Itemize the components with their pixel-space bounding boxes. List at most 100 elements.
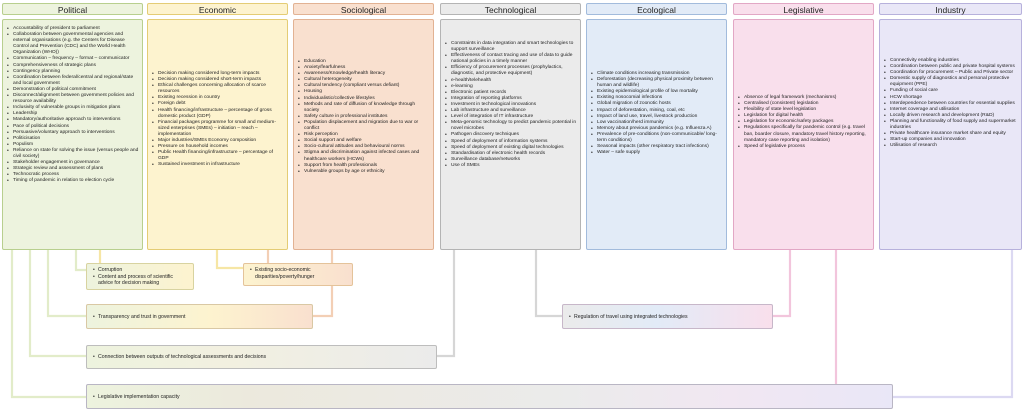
political-box: Accountability of president to parliamen… — [2, 19, 143, 250]
travel-list: Regulation of travel using integrated te… — [568, 314, 768, 321]
list-item: Individualistic/collective lifestyles — [298, 96, 430, 102]
list-item: Domestic supply of diagnostics and perso… — [884, 76, 1018, 88]
list-item: Existing socio-economic disparities/pove… — [250, 267, 348, 280]
list-item: Health financing/infrastructure – percen… — [152, 108, 284, 120]
list-item: Memory about previous pandemics (e.g. In… — [591, 126, 723, 132]
ecological-list: Climate conditions increasing transmissi… — [590, 71, 723, 156]
list-item: Locally driven research and development … — [884, 113, 1018, 119]
list-item: Contingency planning — [7, 69, 139, 75]
list-item: Speed of deployment of existing digital … — [445, 145, 577, 151]
list-item: Internet coverage and utilisation — [884, 107, 1018, 113]
political-header: Political — [2, 3, 143, 15]
economic-header: Economic — [147, 3, 288, 15]
list-item: Low vaccination/herd immunity — [591, 120, 723, 126]
list-item: Level of integration of IT infrastructur… — [445, 114, 577, 120]
list-item: Safety culture in professional institute… — [298, 114, 430, 120]
list-item: Water – safe supply — [591, 150, 723, 156]
list-item: Meta-genomic technology to predict pande… — [445, 120, 577, 132]
technological-list: Constraints in data integration and smar… — [444, 41, 577, 169]
list-item: Connectivity enabling industries — [884, 58, 1018, 64]
list-item: Awareness/Knowledge/health literacy — [298, 71, 430, 77]
list-item: Climate conditions increasing transmissi… — [591, 71, 723, 77]
list-item: Impact of deforestation, mining, coal, e… — [591, 108, 723, 114]
technological-connector — [534, 235, 562, 318]
sociological-list: EducationAnxiety/fearfulnessAwareness/Kn… — [297, 59, 430, 175]
legislative-box: Absence of legal framework (mechanisms)C… — [733, 19, 874, 250]
list-item: Coordination between public and private … — [884, 64, 1018, 70]
ecological-header: Ecological — [586, 3, 727, 15]
travel-regulation-box: Regulation of travel using integrated te… — [562, 304, 773, 329]
list-item: Social support and welfare — [298, 138, 430, 144]
list-item: Leadership — [7, 111, 139, 117]
economic-sociological-list: Existing socio-economic disparities/pove… — [249, 267, 348, 280]
economic-box: Decision making considered long-term imp… — [147, 19, 288, 250]
list-item: Decision making considered long-term imp… — [152, 71, 284, 77]
list-item: Coordination for procurement – Public an… — [884, 70, 1018, 76]
list-item: Foreign debt — [152, 101, 284, 107]
list-item: Decision making considered short-term im… — [152, 77, 284, 83]
list-item: Politicisation — [7, 136, 139, 142]
list-item: Utilisation of research — [884, 143, 1018, 149]
list-item: Speed of deployment of information syste… — [445, 139, 577, 145]
list-item: Connection between outputs of technologi… — [93, 354, 432, 361]
list-item: Existing epidemiological profile of low … — [591, 89, 723, 95]
list-item: Populism — [7, 142, 139, 148]
list-item: Methods and rate of diffusion of knowled… — [298, 102, 430, 114]
list-item: Centralised (consistent) legislation — [738, 101, 870, 107]
list-item: Deforestation (decreasing physical proxi… — [591, 77, 723, 89]
list-item: Speed of legislative process — [738, 144, 870, 150]
technological-header: Technological — [440, 3, 581, 15]
connection-list: Connection between outputs of technologi… — [92, 354, 432, 361]
list-item: Accountability of president to parliamen… — [7, 26, 139, 32]
list-item: Seasonal impacts (other respiratory trac… — [591, 144, 723, 150]
list-item: Transparency and trust in government — [93, 314, 308, 321]
list-item: Efficiency of procurement processes (pro… — [445, 65, 577, 77]
list-item: Collaboration between governmental agenc… — [7, 32, 139, 56]
list-item: Sustained investment in infrastructure — [152, 162, 284, 168]
list-item: Coordination between federal/central and… — [7, 75, 139, 87]
list-item: Effectiveness of contact tracing and use… — [445, 53, 577, 65]
list-item: Existing recession in country — [152, 95, 284, 101]
list-item: Timing of pandemic in relation to electi… — [7, 178, 139, 184]
political-connector — [28, 250, 86, 358]
sociological-header: Sociological — [293, 3, 434, 15]
list-item: Interdependence between countries for es… — [884, 101, 1018, 107]
list-item: Stigma and discrimination against infect… — [298, 150, 430, 162]
political-connector — [10, 250, 86, 399]
ecological-box: Climate conditions increasing transmissi… — [586, 19, 727, 250]
list-item: Population displacement and migration du… — [298, 120, 430, 132]
list-item: Disconnect/alignment between government … — [7, 93, 139, 105]
list-item: Start-up companies and innovation — [884, 137, 1018, 143]
list-item: Integration of reporting platforms — [445, 96, 577, 102]
political-economic-overlap-box: CorruptionContent and process of scienti… — [86, 263, 194, 290]
list-item: Standardisation of electronic health rec… — [445, 151, 577, 157]
industry-box: Connectivity enabling industriesCoordina… — [879, 19, 1022, 250]
list-item: Global migration of zoonotic hosts — [591, 101, 723, 107]
list-item: Education — [298, 59, 430, 65]
list-item: Support from health professionals — [298, 163, 430, 169]
list-item: Public Health financing/infrastructure –… — [152, 150, 284, 162]
list-item: Impact of land use, travel, livestock pr… — [591, 114, 723, 120]
list-item: HCW shortage — [884, 95, 1018, 101]
list-item: Risk perception — [298, 132, 430, 138]
industry-header: Industry — [879, 3, 1022, 15]
list-item: e-health/telehealth — [445, 78, 577, 84]
list-item: Financial packages programme for small a… — [152, 120, 284, 138]
sociological-box: EducationAnxiety/fearfulnessAwareness/Kn… — [293, 19, 434, 250]
list-item: Communication – frequency – format – com… — [7, 56, 139, 62]
list-item: Investment in technological innovations — [445, 102, 577, 108]
legislative-capacity-box: Legislative implementation capacity — [86, 384, 893, 409]
political-list: Accountability of president to parliamen… — [6, 26, 139, 185]
list-item: Major industries/SMEs Economy compositio… — [152, 138, 284, 144]
list-item: Cultural tendency (compliant versus defi… — [298, 83, 430, 89]
list-item: e-learning — [445, 84, 577, 90]
transparency-trust-box: Transparency and trust in government — [86, 304, 313, 329]
list-item: Constraints in data integration and smar… — [445, 41, 577, 53]
list-item: Technocratic process — [7, 172, 139, 178]
list-item: Prevalence of pre-conditions (non-commun… — [591, 132, 723, 144]
list-item: Legislative implementation capacity — [93, 394, 888, 401]
list-item: Pace of political decisions — [7, 124, 139, 130]
list-item: Demonstration of political commitment — [7, 87, 139, 93]
list-item: Pressure on household incomes — [152, 144, 284, 150]
technological-connector — [437, 235, 456, 358]
